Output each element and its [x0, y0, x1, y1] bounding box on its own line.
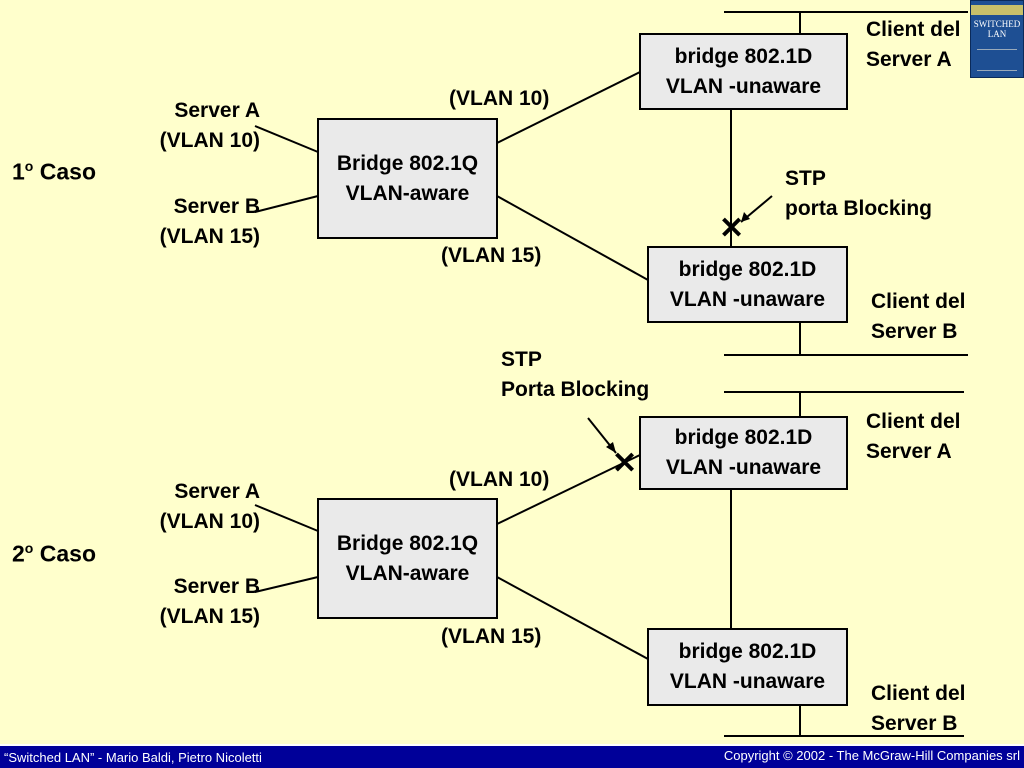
stp-arrow-head — [606, 442, 616, 453]
server-b-name: Server B — [173, 575, 260, 598]
server-a-name: Server A — [174, 99, 260, 122]
case1-server-b: Server B (VLAN 15) — [120, 192, 260, 252]
case1-stp-label: STP porta Blocking — [785, 164, 932, 224]
server-a-vlan: (VLAN 10) — [159, 129, 260, 152]
server-b-name: Server B — [173, 195, 260, 218]
case1-title-word: Caso — [39, 158, 96, 185]
slide-footer: “Switched LAN” - Mario Baldi, Pietro Nic… — [0, 744, 1024, 768]
client-line1: Client del — [866, 410, 961, 433]
case1-vlan-aware-bridge: Bridge 802.1Q VLAN-aware — [317, 118, 498, 239]
case1-title-ordinal: o — [24, 158, 34, 174]
server-b-vlan: (VLAN 15) — [159, 225, 260, 248]
cover-band — [971, 5, 1023, 15]
cover-title: SWITCHED LAN — [973, 19, 1021, 39]
server-b-link — [254, 576, 319, 593]
server-a-vlan: (VLAN 10) — [159, 510, 260, 533]
case2-client-a: Client del Server A — [866, 407, 961, 467]
cover-decoration — [977, 49, 1017, 71]
bridge-mode: VLAN -unaware — [665, 456, 822, 479]
stp-text: STP — [785, 167, 826, 190]
case2-title-ordinal: o — [24, 540, 34, 556]
bridge-model: bridge 802.1D — [674, 426, 813, 449]
stp-port-state: porta Blocking — [785, 197, 933, 220]
client-line1: Client del — [866, 18, 961, 41]
stp-text: STP — [501, 348, 542, 371]
bridge-mode: VLAN-aware — [345, 561, 470, 585]
server-b-link — [254, 195, 319, 213]
vlan15-trunk-link — [496, 195, 649, 281]
case1-vlan15-label: (VLAN 15) — [441, 244, 542, 267]
server-a-name: Server A — [174, 480, 260, 503]
client-line1: Client del — [871, 290, 966, 313]
case1-client-b: Client del Server B — [871, 287, 966, 347]
bridge-mode: VLAN -unaware — [665, 74, 822, 98]
book-cover-thumbnail: SWITCHED LAN — [970, 0, 1024, 78]
case2-bottom-unaware-bridge: bridge 802.1D VLAN -unaware — [647, 628, 848, 706]
bridge-model: Bridge 802.1Q — [336, 531, 479, 555]
server-a-link — [254, 504, 319, 532]
bridge-mode: VLAN-aware — [345, 181, 470, 205]
server-a-link — [254, 125, 319, 153]
stp-port-state: Porta Blocking — [501, 378, 650, 401]
case2-title-number: 2 — [12, 540, 25, 567]
case1-vlan10-label: (VLAN 10) — [449, 87, 550, 110]
case2-vlan-aware-bridge: Bridge 802.1Q VLAN-aware — [317, 498, 498, 619]
case2-vlan15-label: (VLAN 15) — [441, 625, 542, 648]
client-line1: Client del — [871, 682, 966, 705]
case1-client-a: Client del Server A — [866, 15, 961, 75]
server-b-vlan: (VLAN 15) — [159, 605, 260, 628]
vlan15-trunk-link — [496, 576, 649, 660]
client-line2: Server B — [871, 712, 958, 735]
case1-server-a: Server A (VLAN 10) — [120, 96, 260, 156]
bridge-model: bridge 802.1D — [678, 257, 817, 281]
vlan10-trunk-link — [496, 71, 641, 144]
case2-title-word: Caso — [39, 540, 96, 567]
case1-title: 1o Caso — [12, 158, 96, 186]
case1-top-unaware-bridge: bridge 802.1D VLAN -unaware — [639, 33, 848, 110]
case1-title-number: 1 — [12, 158, 25, 185]
case2-server-a: Server A (VLAN 10) — [120, 477, 260, 537]
client-line2: Server A — [866, 440, 952, 463]
vlan10-trunk-link — [496, 454, 641, 525]
bridge-model: bridge 802.1D — [674, 44, 813, 68]
bridge-mode: VLAN -unaware — [669, 287, 826, 311]
network-lines — [254, 11, 968, 737]
case2-vlan10-label: (VLAN 10) — [449, 468, 550, 491]
footer-copyright: Copyright © 2002 - The McGraw-Hill Compa… — [723, 748, 1020, 763]
bridge-model: Bridge 802.1Q — [336, 151, 479, 175]
footer-authors: “Switched LAN” - Mario Baldi, Pietro Nic… — [4, 750, 262, 765]
case1-bottom-unaware-bridge: bridge 802.1D VLAN -unaware — [647, 246, 848, 323]
bridge-mode: VLAN -unaware — [669, 670, 826, 693]
stp-arrow-head — [741, 212, 750, 222]
client-line2: Server B — [871, 320, 958, 343]
case2-server-b: Server B (VLAN 15) — [120, 572, 260, 632]
case2-client-b: Client del Server B — [871, 679, 966, 739]
case1-blocked-port-mark: ✕ — [719, 212, 745, 245]
case2-top-unaware-bridge: bridge 802.1D VLAN -unaware — [639, 416, 848, 490]
bridge-model: bridge 802.1D — [678, 640, 817, 663]
client-line2: Server A — [866, 48, 952, 71]
case2-stp-label: STP Porta Blocking — [501, 345, 649, 405]
case2-blocked-port-mark: ✕ — [612, 447, 638, 480]
case2-title: 2o Caso — [12, 540, 96, 568]
